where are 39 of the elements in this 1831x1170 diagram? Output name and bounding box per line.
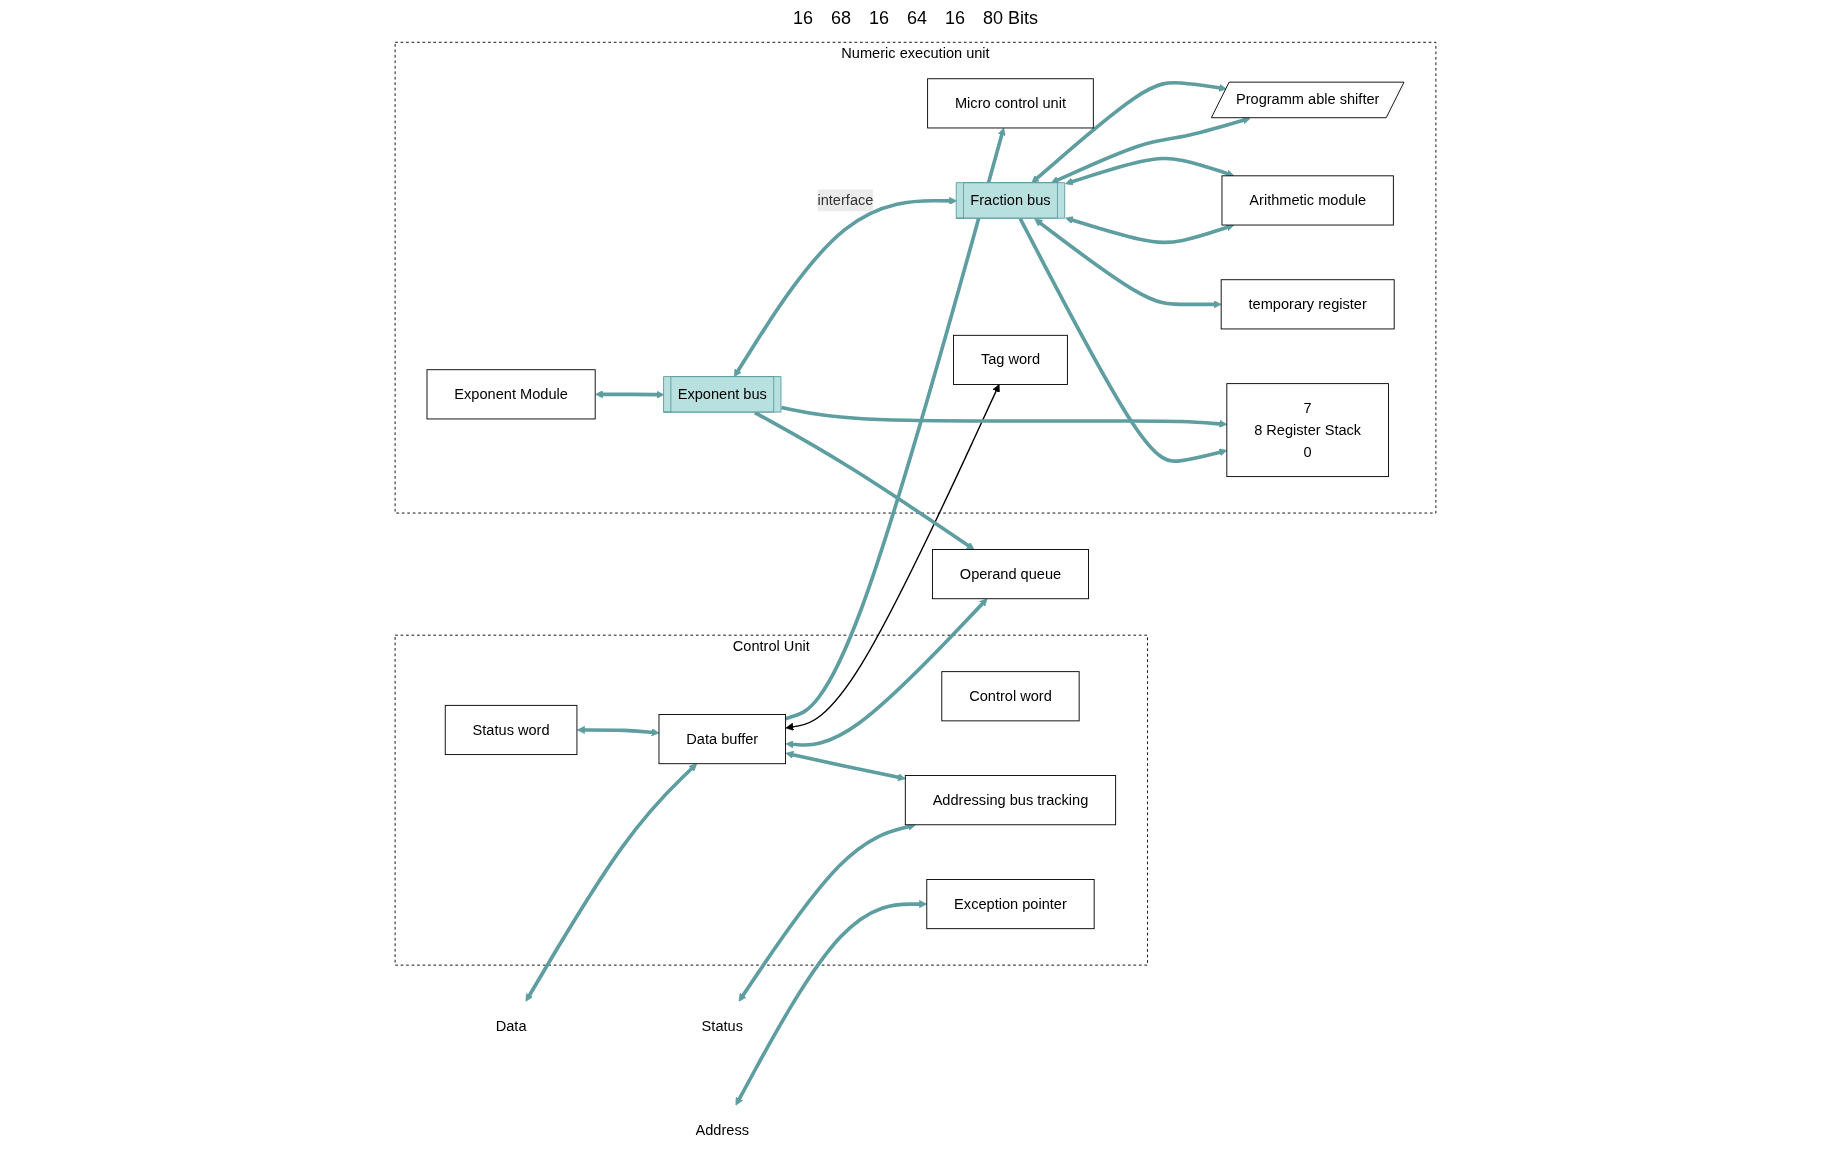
node-box: Exception pointer	[926, 879, 1095, 930]
bus-width-label: 16	[868, 8, 889, 29]
arrow	[1031, 80, 1227, 184]
node-text: Status	[701, 1017, 743, 1034]
node-box: Micro control unit	[927, 78, 1094, 129]
arrow	[785, 384, 1000, 731]
arrow	[785, 598, 988, 749]
node-box: Exponent Module	[426, 369, 596, 420]
node-box: Status word	[444, 704, 578, 756]
node-box: temporary register	[1220, 279, 1395, 330]
edge-label: interface	[817, 192, 874, 208]
bus-width-label: 68	[830, 8, 851, 29]
arrow	[595, 390, 665, 399]
arrow	[1034, 218, 1222, 309]
arrow	[1018, 217, 1228, 463]
arrow	[576, 725, 660, 737]
arrow	[735, 900, 928, 1106]
node-box: Data buffer	[658, 714, 786, 765]
node-box: Arithmetic module	[1221, 175, 1394, 226]
bus-width-label: 16	[945, 8, 966, 29]
arrow	[1065, 216, 1235, 245]
arrow	[785, 127, 1006, 721]
node-box: Addressing bus tracking	[904, 775, 1117, 826]
node-text: Data	[495, 1017, 527, 1034]
node-box: 7 8 Register Stack 0	[1226, 383, 1389, 478]
arrow	[1065, 156, 1235, 186]
arrow	[781, 405, 1228, 428]
bus-width-label: 80 Bits	[983, 8, 1039, 29]
arrow	[733, 196, 958, 378]
node-box: Operand queue	[932, 549, 1089, 600]
bus-width-label: 16	[792, 8, 813, 29]
arrow	[525, 763, 698, 1002]
arrow	[1050, 116, 1251, 184]
arrow	[785, 750, 906, 782]
bus-width-label: 64	[907, 8, 928, 29]
node-box: Control word	[941, 671, 1080, 722]
arrow	[738, 822, 916, 1002]
node-text: Address	[695, 1121, 750, 1138]
node-box: Tag word	[953, 334, 1068, 385]
